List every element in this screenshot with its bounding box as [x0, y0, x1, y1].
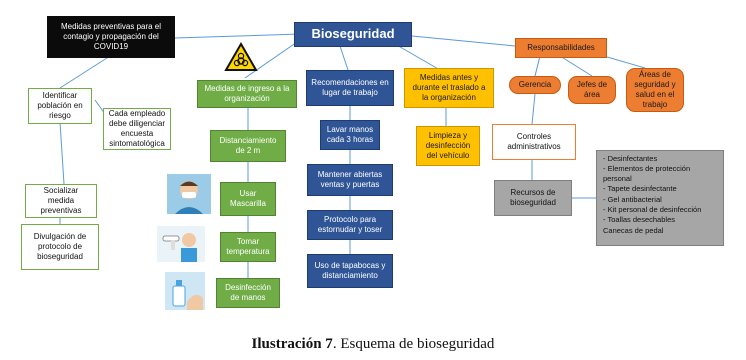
temperatura-node: Tomar temperatura — [220, 232, 276, 262]
caption-text: . Esquema de bioseguridad — [332, 336, 495, 352]
lavar-manos-node: Lavar manos cada 3 horas — [320, 120, 380, 150]
recursos-list-box: - Desinfectantes - Elementos de protecci… — [596, 150, 724, 246]
figure-caption: Ilustración 7. Esquema de bioseguridad — [0, 336, 746, 353]
empleado-encuesta-node: Cada empleado debe diligenciar encuesta … — [103, 108, 171, 150]
hand-sanitizer-illustration — [165, 272, 205, 310]
medidas-ingreso-node: Medidas de ingreso a la organización — [197, 80, 297, 108]
areas-seguridad-node: Áreas de seguridad y salud en el trabajo — [626, 68, 684, 112]
biohazard-icon — [224, 42, 258, 71]
limpieza-vehiculo-node: Limpieza y desinfección del vehículo — [416, 126, 480, 166]
identificar-node: Identificar población en riesgo — [28, 88, 92, 124]
recomendaciones-node: Recomendaciones en lugar de trabajo — [306, 70, 394, 106]
socializar-node: Socializar medida preventivas — [25, 184, 97, 218]
recursos-list-item: - Tapete desinfectante — [603, 184, 677, 194]
root-bioseguridad-node: Bioseguridad — [294, 22, 412, 47]
ventanas-puertas-node: Mantener abiertas ventas y puertas — [307, 164, 393, 196]
mascarilla-node: Usar Mascarilla — [220, 182, 276, 216]
recursos-list-item: - Desinfectantes — [603, 154, 658, 163]
caption-label: Ilustración 7 — [251, 336, 333, 352]
traslado-node: Medidas antes y durante el traslado a la… — [404, 68, 494, 108]
tapabocas-node: Uso de tapabocas y distanciamiento — [307, 254, 393, 288]
recursos-bioseguridad-node: Recursos de bioseguridad — [494, 180, 572, 216]
recursos-list-item: - Gel antibacterial — [603, 194, 662, 204]
distanciamiento-node: Distanciamiento de 2 m — [210, 130, 286, 162]
thermometer-illustration — [157, 226, 205, 262]
gerencia-node: Gerencia — [509, 76, 561, 94]
responsabilidades-node: Responsabilidades — [515, 38, 607, 58]
jefes-area-node: Jefes de área — [568, 76, 616, 104]
recursos-list-item: - Kit personal de desinfección — [603, 204, 702, 214]
connector-lines — [59, 33, 646, 278]
recursos-list-item: Canecas de pedal — [603, 225, 664, 235]
protocolo-estornudar-node: Protocolo para estornudar y toser — [307, 210, 393, 240]
divulgacion-node: Divulgación de protocolo de bioseguridad — [21, 224, 99, 270]
person-mask-illustration — [167, 174, 211, 214]
desinfeccion-manos-node: Desinfección de manos — [216, 278, 280, 308]
controles-administrativos-node: Controles administrativos — [492, 124, 576, 160]
recursos-list-item: - Elementos de protección personal — [603, 164, 691, 183]
recursos-list-item: - Toallas desechables — [603, 215, 675, 225]
medidas-preventivas-node: Medidas preventivas para el contagio y p… — [47, 16, 175, 58]
